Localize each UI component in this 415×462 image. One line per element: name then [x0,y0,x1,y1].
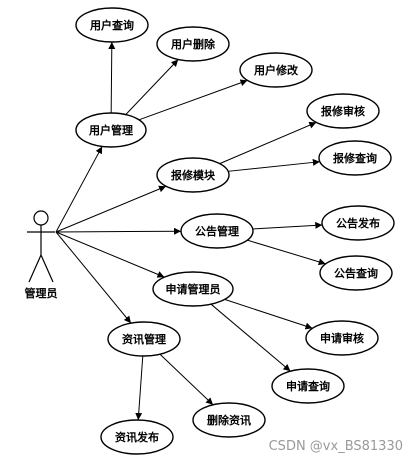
use-case-label-user-query: 用户查询 [90,18,134,32]
actor-left-leg [28,254,42,283]
edge-actor-to-user-mgmt [55,146,103,233]
use-case-repair-module: 报修模块 [156,157,230,193]
use-case-label-info-publish: 资讯发布 [115,430,159,444]
use-case-ellipse-notice-mgmt [180,213,254,249]
use-case-ellipse-apply-admin [152,271,234,307]
use-case-apply-query: 申请查询 [271,368,345,404]
edge-apply-admin-to-apply-review [224,298,313,330]
use-case-user-query: 用户查询 [75,7,149,43]
use-case-ellipse-repair-query [318,140,392,176]
use-case-ellipse-info-delete [192,402,266,438]
use-case-user-modify: 用户修改 [239,52,313,88]
use-case-user-mgmt: 用户管理 [75,112,147,148]
use-case-ellipse-repair-module [156,157,230,193]
actor-label: 管理员 [25,286,58,300]
edge-notice-mgmt-to-notice-query [247,239,326,266]
use-case-label-repair-review: 报修审核 [321,104,365,118]
edge-actor-to-info-mgmt [55,231,132,324]
watermark: CSDN @vx_BS81330 [268,439,403,454]
edge-repair-module-to-repair-query [228,158,320,172]
use-case-ellipse-notice-publish [321,205,395,241]
use-case-label-notice-publish: 公告发布 [336,216,380,230]
use-case-label-notice-mgmt: 公告管理 [195,224,239,238]
use-case-label-user-delete: 用户删除 [171,37,216,51]
use-case-notice-mgmt: 公告管理 [180,213,254,249]
use-case-ellipse-apply-query [271,368,345,404]
actor-right-leg [40,254,54,283]
use-case-label-repair-query: 报修查询 [333,151,377,165]
use-case-label-info-mgmt: 资讯管理 [122,332,166,346]
use-case-ellipse-user-modify [239,52,313,88]
edge-apply-admin-to-apply-query [210,303,291,372]
use-case-label-notice-query: 公告查询 [334,266,378,280]
use-case-info-delete: 删除资讯 [192,402,266,438]
use-case-repair-query: 报修查询 [318,140,392,176]
use-case-notice-query: 公告查询 [319,255,393,291]
actor: 管理员 [25,210,58,300]
use-case-label-user-modify: 用户修改 [254,63,299,77]
use-case-label-info-delete: 删除资讯 [207,413,251,427]
edge-notice-mgmt-to-notice-publish [252,221,323,230]
edge-user-mgmt-to-user-delete [125,59,179,115]
use-case-ellipse-repair-review [306,93,380,129]
use-case-ellipse-apply-review [305,320,379,356]
edge-user-mgmt-to-user-modify [138,79,248,121]
use-case-notice-publish: 公告发布 [321,205,395,241]
use-case-ellipse-user-mgmt [75,112,147,148]
edges-layer [55,41,326,421]
edge-actor-to-apply-admin [55,231,165,278]
edge-actor-to-notice-mgmt [55,227,182,235]
edge-info-mgmt-to-info-publish [135,355,144,421]
use-case-label-repair-module: 报修模块 [171,168,216,182]
edge-actor-to-repair-module [55,185,167,233]
use-case-info-publish: 资讯发布 [100,419,174,455]
use-case-label-apply-query: 申请查询 [286,379,330,393]
use-case-label-apply-admin: 申请管理员 [166,282,221,296]
use-case-ellipse-user-query [75,7,149,43]
use-case-ellipse-info-mgmt [107,321,181,357]
use-case-user-delete: 用户删除 [156,26,230,62]
use-case-label-user-mgmt: 用户管理 [89,123,133,137]
use-case-ellipse-user-delete [156,26,230,62]
use-case-apply-admin: 申请管理员 [152,271,234,307]
use-case-label-apply-review: 申请审核 [320,331,364,345]
actor-head [33,210,49,226]
use-case-info-mgmt: 资讯管理 [107,321,181,357]
use-case-repair-review: 报修审核 [306,93,380,129]
edge-repair-module-to-repair-review [219,121,317,165]
use-case-ellipse-notice-query [319,255,393,291]
use-case-apply-review: 申请审核 [305,320,379,356]
edge-info-mgmt-to-info-delete [159,353,214,406]
edge-user-mgmt-to-user-query [108,41,116,114]
use-case-ellipse-info-publish [100,419,174,455]
